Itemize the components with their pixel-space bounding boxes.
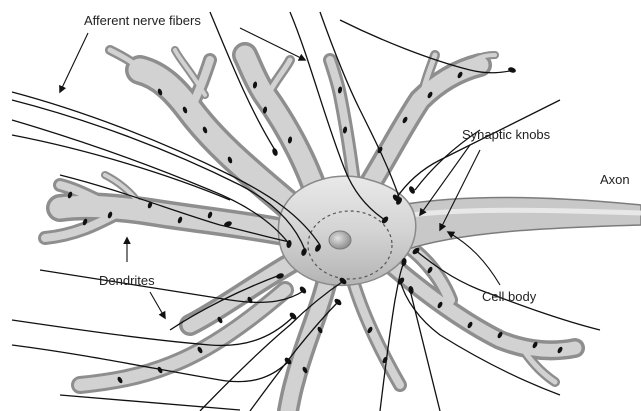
synaptic-knob: [408, 185, 416, 194]
axon: [400, 198, 641, 251]
label-synaptic-knobs: Synaptic knobs: [462, 127, 551, 142]
nucleolus: [329, 231, 351, 249]
synaptic-knob: [271, 147, 278, 156]
label-cell-body: Cell body: [482, 289, 537, 304]
label-dendrites: Dendrites: [99, 273, 155, 288]
synaptic-knob: [507, 66, 516, 73]
label-afferent-nerve-fibers: Afferent nerve fibers: [84, 13, 201, 28]
label-axon: Axon: [600, 172, 630, 187]
